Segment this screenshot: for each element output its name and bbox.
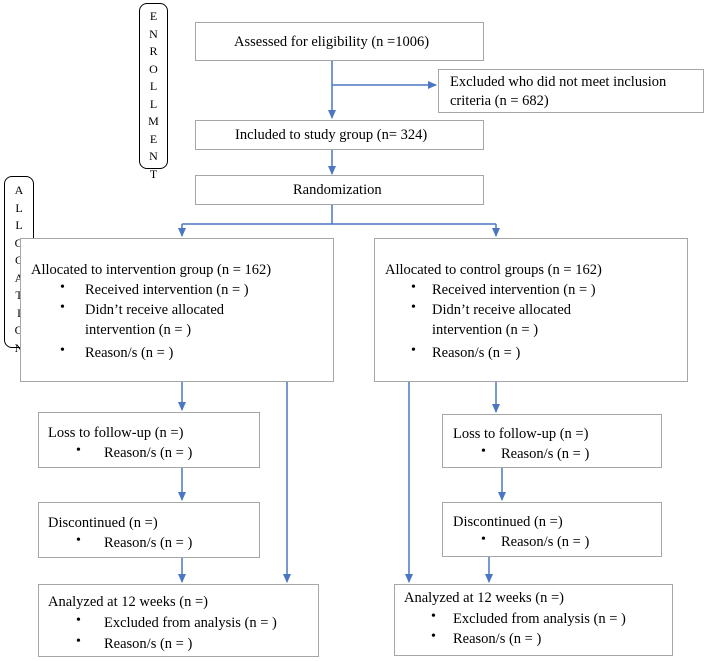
- bullet-icon: •: [411, 280, 416, 295]
- allocation-letter: O: [14, 323, 24, 337]
- intervention-allocation-box: Allocated to intervention group (n = 162…: [20, 238, 334, 382]
- control-analyzed-excluded: Excluded from analysis (n = ): [453, 611, 626, 627]
- control-analyzed-reasons: Reason/s (n = ): [453, 631, 542, 647]
- control-loss-title: Loss to follow-up (n =): [453, 426, 589, 442]
- randomization-text: Randomization: [293, 182, 382, 198]
- control-discontinued-box: Discontinued (n =) • Reason/s (n = ): [442, 502, 662, 557]
- control-didnt-line1: Didn’t receive allocated: [432, 302, 572, 318]
- intervention-analyzed-excluded: Excluded from analysis (n = ): [104, 615, 277, 631]
- allocation-letter: A: [14, 270, 24, 285]
- allocation-letter: O: [14, 235, 24, 250]
- bullet-icon: •: [60, 343, 65, 358]
- bullet-icon: •: [76, 613, 81, 628]
- control-allocation-box: Allocated to control groups (n = 162) • …: [374, 238, 688, 382]
- bullet-icon: •: [411, 343, 416, 358]
- control-analyzed-title: Analyzed at 12 weeks (n =): [404, 590, 564, 606]
- enrollment-letter: L: [149, 79, 158, 93]
- bullet-icon: •: [481, 444, 486, 459]
- enrollment-letter: R: [149, 44, 158, 58]
- allocation-letter: A: [14, 183, 24, 197]
- enrollment-letter: O: [149, 61, 158, 76]
- allocation-letter: N: [14, 340, 24, 355]
- control-title: Allocated to control groups (n = 162): [385, 262, 602, 278]
- control-loss-reasons: Reason/s (n = ): [501, 446, 590, 462]
- allocation-letter: I: [17, 305, 21, 320]
- enrollment-letter: N: [149, 149, 158, 163]
- intervention-analyzed-title: Analyzed at 12 weeks (n =): [48, 594, 208, 610]
- allocation-letter: C: [14, 253, 23, 267]
- bullet-icon: •: [76, 533, 81, 548]
- enrollment-side-label: E N R O L L M E N T: [139, 3, 168, 181]
- control-analyzed-box: Analyzed at 12 weeks (n =) • Excluded fr…: [394, 584, 673, 656]
- enrollment-letter: E: [149, 131, 158, 146]
- control-received: Received intervention (n = ): [432, 282, 596, 298]
- intervention-disc-reasons: Reason/s (n = ): [104, 535, 193, 551]
- bullet-icon: •: [60, 280, 65, 295]
- enrollment-letter: L: [149, 96, 158, 111]
- included-box: Included to study group (n= 324): [195, 120, 484, 150]
- assessed-box: Assessed for eligibility (n =1006): [195, 22, 484, 61]
- intervention-analyzed-reasons: Reason/s (n = ): [104, 636, 193, 652]
- intervention-loss-title: Loss to follow-up (n =): [48, 425, 184, 441]
- excluded-text-line2: criteria (n = 682): [450, 93, 549, 109]
- control-loss-box: Loss to follow-up (n =) • Reason/s (n = …: [442, 414, 662, 468]
- intervention-discontinued-box: Discontinued (n =) • Reason/s (n = ): [38, 502, 260, 558]
- excluded-text-line1: Excluded who did not meet inclusion: [450, 74, 667, 90]
- intervention-reasons: Reason/s (n = ): [85, 345, 174, 361]
- enrollment-letter: M: [148, 114, 159, 128]
- included-text: Included to study group (n= 324): [235, 127, 428, 143]
- control-disc-title: Discontinued (n =): [453, 514, 563, 530]
- intervention-disc-title: Discontinued (n =): [48, 515, 158, 531]
- allocation-letter: L: [15, 218, 23, 232]
- bullet-icon: •: [481, 532, 486, 547]
- bullet-icon: •: [411, 300, 416, 315]
- bullet-icon: •: [431, 629, 436, 644]
- control-reasons: Reason/s (n = ): [432, 345, 521, 361]
- intervention-received: Received intervention (n = ): [85, 282, 249, 298]
- excluded-box: Excluded who did not meet inclusion crit…: [438, 69, 704, 113]
- allocation-letter: T: [15, 288, 23, 302]
- intervention-didnt-line1: Didn’t receive allocated: [85, 302, 225, 318]
- intervention-loss-box: Loss to follow-up (n =) • Reason/s (n = …: [38, 412, 260, 468]
- control-didnt-line2: intervention (n = ): [432, 322, 539, 338]
- allocation-letter: L: [15, 200, 23, 215]
- enrollment-letter: E: [149, 9, 158, 23]
- bullet-icon: •: [431, 609, 436, 624]
- enrollment-letter: N: [149, 26, 158, 41]
- intervention-didnt-line2: intervention (n = ): [85, 322, 192, 338]
- intervention-title: Allocated to intervention group (n = 162…: [31, 262, 272, 278]
- randomization-box: Randomization: [195, 175, 484, 205]
- bullet-icon: •: [60, 300, 65, 315]
- intervention-analyzed-box: Analyzed at 12 weeks (n =) • Excluded fr…: [38, 584, 319, 657]
- enrollment-letter: T: [149, 166, 158, 181]
- intervention-loss-reasons: Reason/s (n = ): [104, 445, 193, 461]
- bullet-icon: •: [76, 634, 81, 649]
- assessed-text: Assessed for eligibility (n =1006): [234, 34, 430, 50]
- bullet-icon: •: [76, 443, 81, 458]
- control-disc-reasons: Reason/s (n = ): [501, 534, 590, 550]
